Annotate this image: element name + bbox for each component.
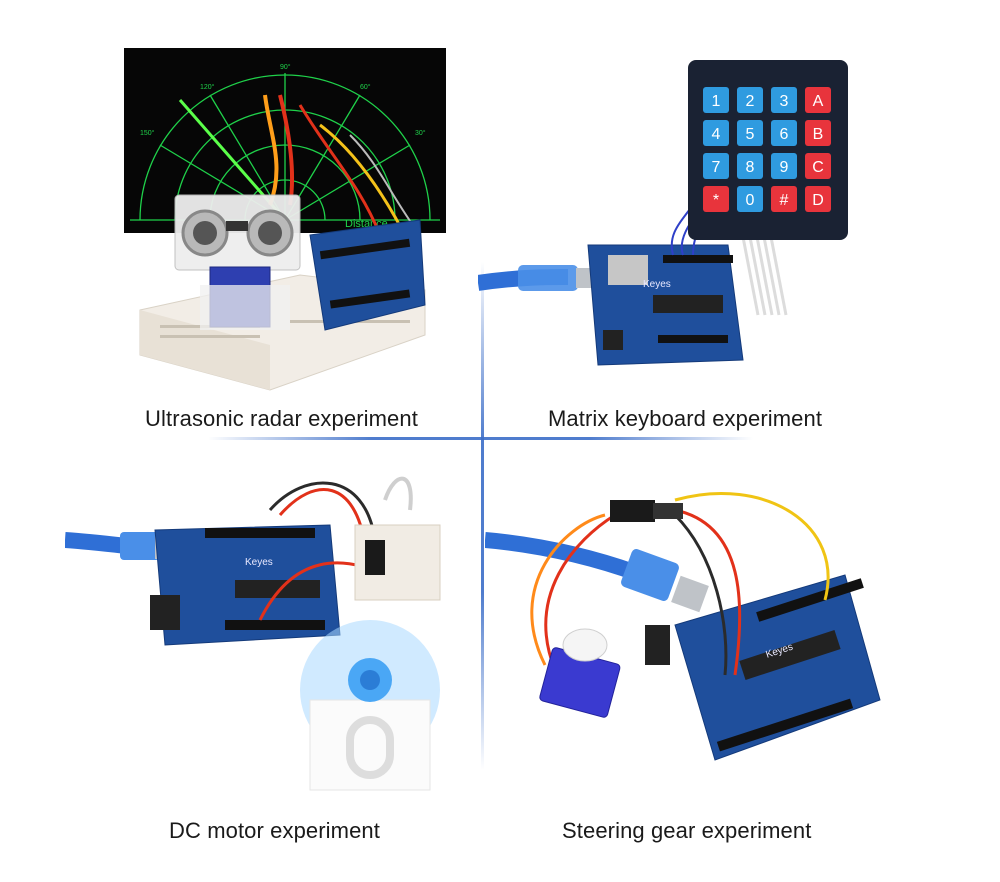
key-label: 6 [780,126,789,143]
key-label: A [813,93,824,110]
radar-angle-label: 30° [415,129,426,137]
ultrasonic-radar-photo: 90° 120° 60° 150° 30° Distance [124,48,446,391]
key-label: D [812,192,824,209]
caption-matrix-keyboard: Matrix keyboard experiment [548,406,823,431]
horizontal-divider [208,437,753,440]
caption-steering-gear: Steering gear experiment [562,818,812,843]
key-label: # [780,192,789,209]
key-label: * [713,192,719,209]
key-label: 2 [746,93,755,110]
board-brand-text: Keyes [245,557,273,568]
key-label: 5 [746,126,755,143]
caption-ultrasonic-radar: Ultrasonic radar experiment [145,406,418,431]
board-brand-text: Keyes [643,279,671,290]
radar-angle-label: 90° [280,63,291,71]
key-label: C [812,159,824,176]
key-label: 3 [780,93,789,110]
steering-gear-photo: Keyes [485,491,881,761]
key-label: 7 [712,159,721,176]
radar-angle-label: 120° [200,83,215,91]
key-label: 8 [746,159,755,176]
key-label: 0 [746,192,755,209]
key-label: 4 [712,126,721,143]
radar-angle-label: 60° [360,83,371,91]
keypad-grid: 1 2 3 A 4 5 6 B 7 8 9 C * 0 [703,87,831,212]
matrix-keyboard-photo: Keyes 1 2 3 A 4 5 [478,60,848,366]
key-label: B [813,126,824,143]
key-label: 1 [712,93,721,110]
caption-dc-motor: DC motor experiment [169,818,380,843]
radar-angle-label: 150° [140,129,155,137]
dc-motor-photo: Keyes [65,476,441,791]
vertical-divider [481,262,484,770]
key-label: 9 [780,159,789,176]
